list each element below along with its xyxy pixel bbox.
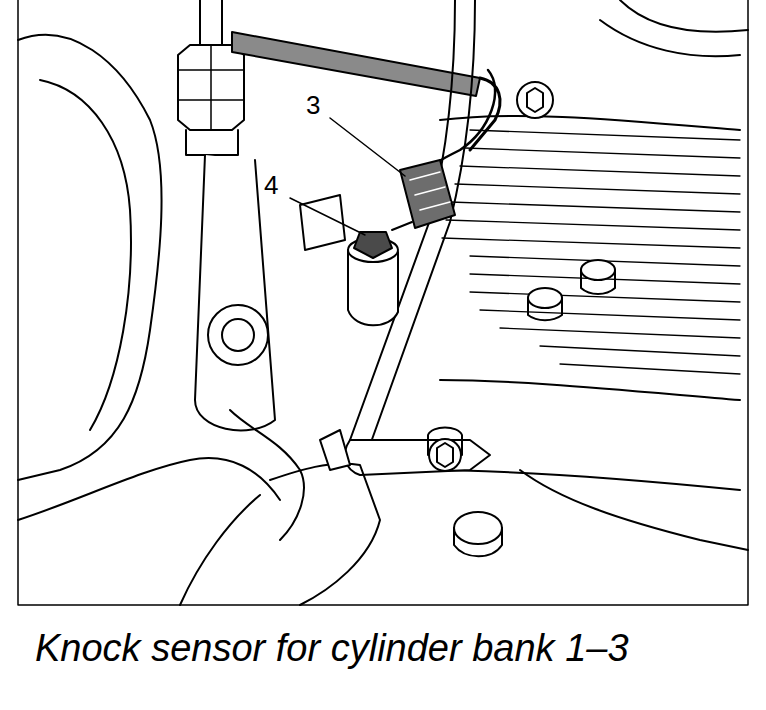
- pipe: [370, 0, 475, 445]
- housing-outline: [18, 35, 162, 480]
- bracket-boss: [222, 319, 254, 351]
- plug: [454, 528, 502, 556]
- hose: [232, 32, 480, 96]
- block-edge: [520, 470, 748, 550]
- plug: [454, 512, 502, 544]
- bracket-arm: [230, 410, 304, 540]
- frame: [18, 0, 748, 605]
- plug: [581, 270, 615, 294]
- hose: [180, 495, 260, 605]
- hose: [270, 464, 380, 605]
- bolt: [428, 428, 462, 456]
- block-edge: [600, 0, 748, 56]
- caption: Knock sensor for cylinder bank 1–3: [35, 628, 629, 670]
- fitting-nut: [178, 45, 244, 130]
- housing-outline: [40, 80, 131, 430]
- bolt: [517, 82, 553, 118]
- plug: [528, 288, 562, 308]
- callout-number: 3: [304, 92, 322, 118]
- leader-line: [330, 118, 405, 176]
- bolt: [429, 439, 461, 471]
- connector-plug: [410, 172, 450, 210]
- fitting-nut: [186, 130, 238, 155]
- leader-line: [290, 198, 365, 235]
- plug: [528, 298, 562, 320]
- hose-clip: [320, 430, 350, 470]
- bracket-boss: [208, 305, 268, 365]
- connector-plug: [400, 160, 455, 228]
- bolt: [527, 88, 543, 112]
- sensor-wire: [425, 70, 495, 175]
- housing-outline: [18, 458, 280, 520]
- sensor-bolt: [354, 232, 392, 258]
- plug: [581, 260, 615, 280]
- clamp: [345, 440, 490, 475]
- pipe: [350, 0, 455, 440]
- knock-sensor: [392, 222, 412, 230]
- fitting-nut: [178, 45, 244, 130]
- cooling-ribs: [442, 130, 740, 374]
- block-edge: [420, 380, 740, 490]
- pipe: [200, 0, 222, 45]
- callout-number: 4: [262, 172, 280, 198]
- bolt: [437, 443, 453, 467]
